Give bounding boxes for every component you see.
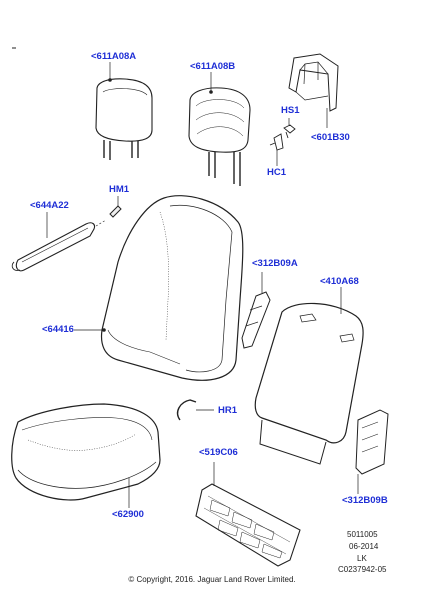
clip-hr1-part [176,399,214,421]
seat-cushion-part [11,403,161,508]
headrest-guide-hc1-part [269,133,284,166]
bracket-part [355,409,389,494]
label-rod-hm1[interactable]: HM1 [109,184,130,195]
label-headrest-a[interactable]: <611A08A [91,51,137,62]
copyright: © Copyright, 2016. Jaguar Land Rover Lim… [128,575,296,584]
armrest-part [11,212,107,272]
back-board-part [254,287,364,465]
doc-date: 06-2014 [349,542,379,551]
label-armrest[interactable]: <644A22 [30,200,69,211]
label-headrest-b[interactable]: <611A08B [190,61,236,72]
headrest-guide-hs1-part [283,118,296,139]
doc-market: LK [357,554,367,563]
backrest-cover-part [74,195,244,381]
label-cushion[interactable]: <62900 [112,509,144,520]
headrest-guide-frame-part [288,53,339,128]
label-backrest-cover[interactable]: <64416 [42,324,74,335]
label-cushion-mat[interactable]: <519C06 [199,447,238,458]
doc-ref: C0237942-05 [338,565,387,574]
side-panel-part [241,272,271,349]
label-back-board[interactable]: <410A68 [320,276,359,287]
label-clip-hr1[interactable]: HR1 [218,405,238,416]
label-guide-hc1[interactable]: HC1 [267,167,287,178]
rod-hm1-part [109,196,122,218]
doc-number: 5011005 [347,530,378,539]
headrest-b-part [188,72,251,186]
label-side-panel[interactable]: <312B09A [252,258,298,269]
headrest-a-part [95,62,153,160]
label-guide-hs1[interactable]: HS1 [281,105,300,116]
cushion-mat-part [195,462,301,567]
label-bracket[interactable]: <312B09B [342,495,388,506]
label-guide-601b30[interactable]: <601B30 [311,132,350,143]
